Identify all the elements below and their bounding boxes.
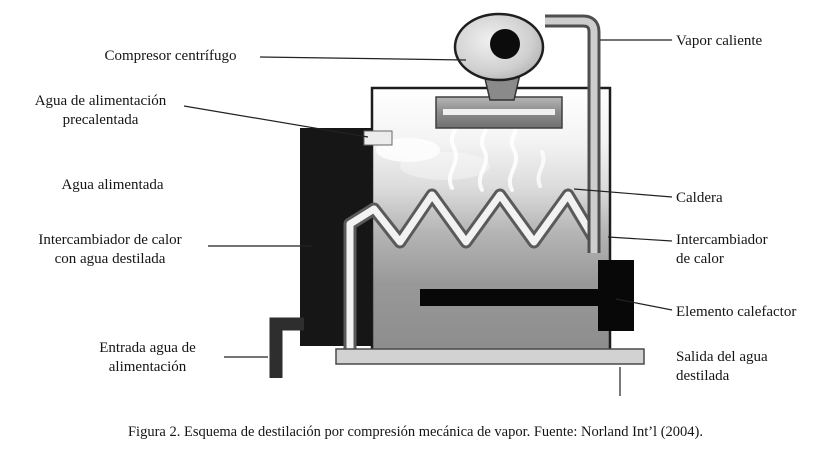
vapor-distributor-slot <box>443 109 555 115</box>
feed-water-inlet-pipe <box>269 317 304 378</box>
compressor-hub <box>490 29 520 59</box>
leader-elemento-calefactor <box>615 298 673 311</box>
heating-element-bar <box>420 289 612 306</box>
steam-wisp <box>508 120 519 192</box>
heating-element-block <box>598 260 634 331</box>
leader-intercambiador <box>607 236 673 242</box>
steam-wisp <box>536 150 546 188</box>
label-compresor-centrifugo: Compresor centrífugo <box>104 48 237 64</box>
label-agua-alimentada: Agua alimentada <box>61 177 164 193</box>
distilled-water-heat-exchanger-box <box>300 128 372 346</box>
label-caldera: Caldera <box>676 190 723 206</box>
label-intercambiador-calor: Intercambiador de calor <box>676 232 768 267</box>
label-entrada-agua: Entrada agua de alimentación <box>99 340 196 375</box>
zigzag-heat-exchanger-pipe <box>346 191 597 355</box>
leader-agua-precalentada <box>183 105 369 138</box>
label-agua-precalentada: Agua de alimentación precalentada <box>34 93 167 128</box>
hot-vapor-pipe <box>545 17 598 253</box>
label-salida-agua: Salida del agua destilada <box>676 349 768 384</box>
steam-wisp <box>478 120 489 192</box>
distilled-water-outlet-pipe <box>335 348 645 365</box>
figure-caption: Figura 2. Esquema de destilación por com… <box>127 424 703 440</box>
steam-haze <box>400 152 490 180</box>
leader-caldera <box>573 188 673 198</box>
label-intercambiador-agua-destilada: Intercambiador de calor con agua destila… <box>38 232 182 267</box>
label-elemento-calefactor: Elemento calefactor <box>676 304 797 320</box>
label-vapor-caliente: Vapor caliente <box>676 33 763 49</box>
leader-lines <box>183 39 673 396</box>
leader-compresor <box>259 56 467 61</box>
preheated-feed-inlet <box>363 130 393 146</box>
